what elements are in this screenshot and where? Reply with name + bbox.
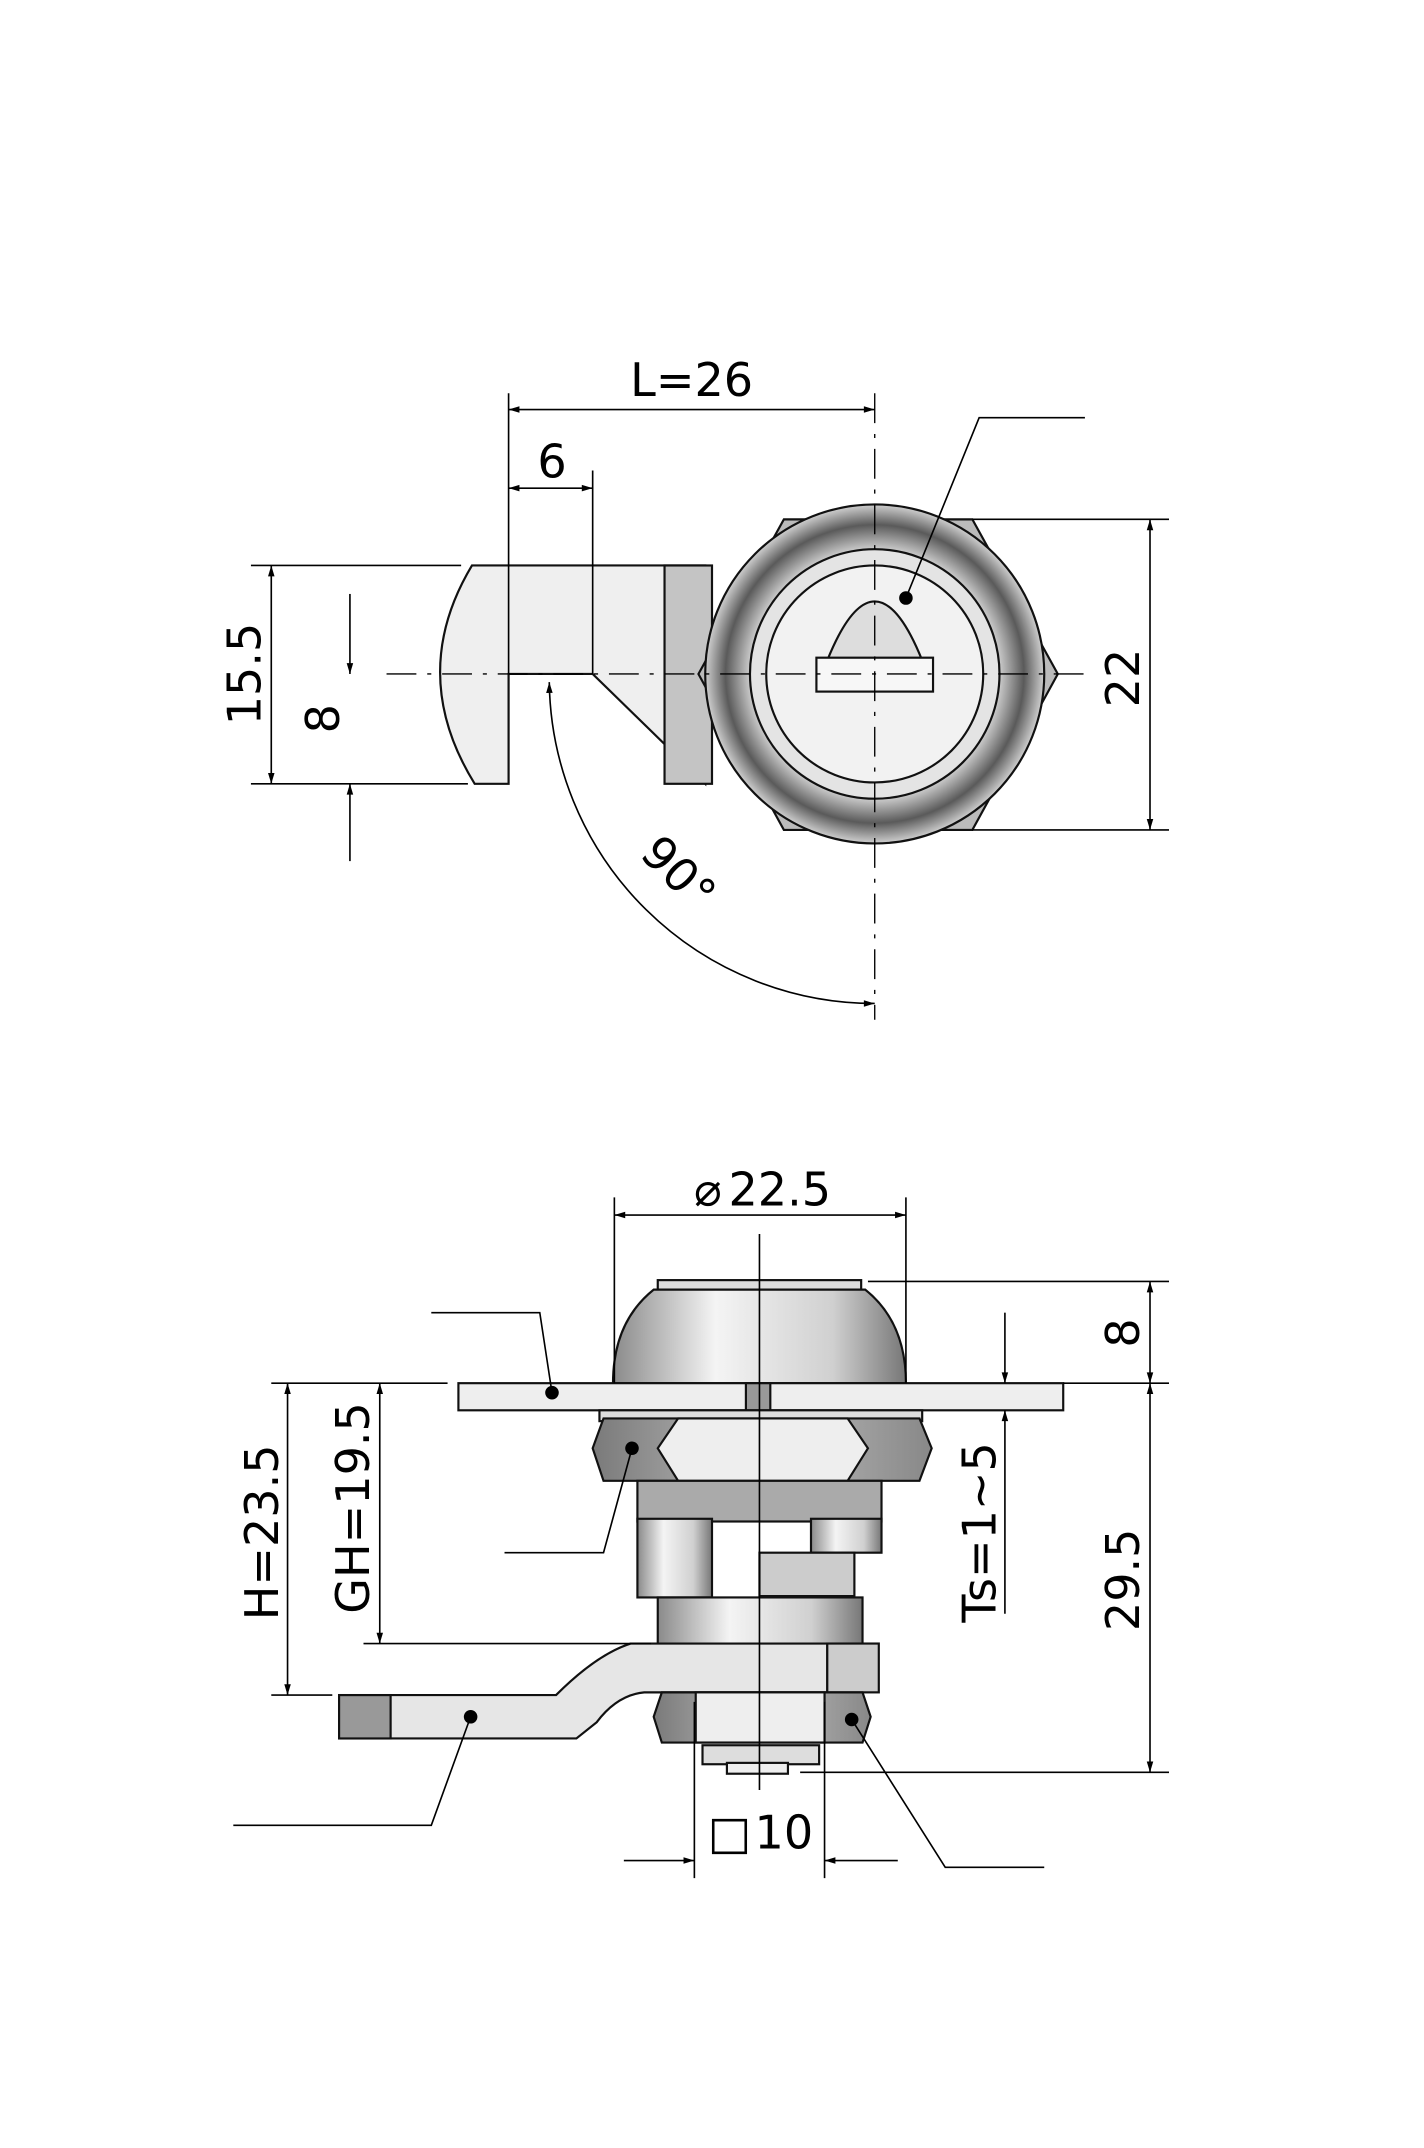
cam-arm — [337, 1642, 829, 1740]
body-right — [809, 1517, 883, 1554]
dim-panel-thickness: Ts=1~5 — [952, 1442, 1006, 1623]
cam-arm-tip — [337, 1693, 392, 1740]
dim-length: L=26 — [630, 353, 753, 407]
dim-grip-height: GH=19.5 — [326, 1402, 380, 1614]
dim-body-length: 29.5 — [1096, 1528, 1150, 1631]
dim-cam-height: H=23.5 — [235, 1444, 289, 1620]
body-left — [636, 1517, 714, 1599]
stem — [701, 1744, 821, 1766]
dim-square-drive: 10 — [755, 1805, 814, 1859]
dim-housing-height: 22 — [1096, 649, 1150, 708]
leader-line — [850, 1719, 1045, 1869]
panel-slot — [744, 1382, 772, 1412]
top-view: L=26 6 15.5 8 22 90° — [217, 353, 1169, 1020]
cam-arm-end — [826, 1642, 880, 1694]
leader-line — [905, 416, 1085, 599]
square-symbol: □ — [708, 1805, 752, 1859]
leader-line — [431, 1311, 553, 1393]
diameter-symbol: ⌀ — [694, 1163, 722, 1217]
pin — [725, 1761, 790, 1775]
hex-nut-face — [656, 1417, 870, 1482]
dim-slot-width: 6 — [537, 434, 566, 488]
spring — [758, 1551, 856, 1598]
dim-cap-height: 8 — [1096, 1318, 1150, 1347]
dim-diameter: 22.5 — [728, 1163, 831, 1217]
rotation-arc — [546, 682, 875, 1007]
leader-dot — [844, 1712, 859, 1727]
dim-rotation-angle: 90° — [631, 825, 727, 921]
leader-line — [233, 1716, 472, 1827]
leader-line — [504, 1448, 633, 1554]
dim-cam-height: 15.5 — [217, 623, 271, 726]
dim-slot-offset: 8 — [296, 704, 350, 733]
side-view: ⌀ 22.5 8 29.5 Ts=1~5 H=23.5 GH=19.5 □ 10 — [233, 1163, 1169, 1879]
